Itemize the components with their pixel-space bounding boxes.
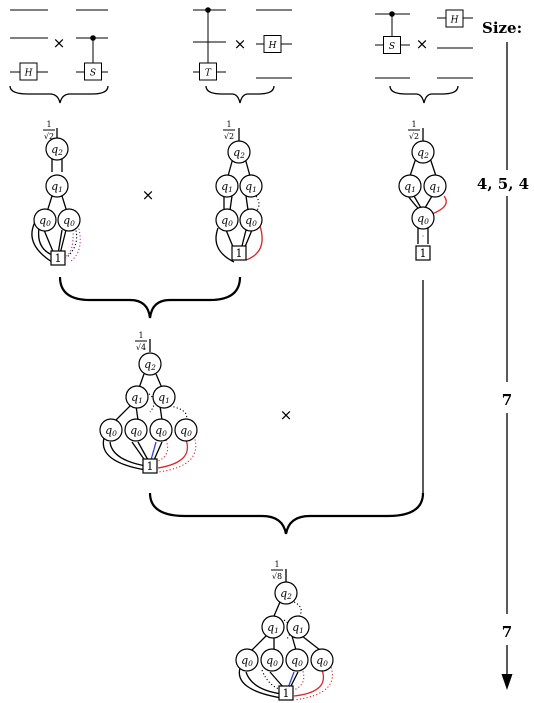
brace-merge-1	[58, 276, 242, 319]
multiply-sign: ×	[416, 35, 429, 53]
multiply-sign: ×	[53, 34, 66, 52]
node-q1: q1	[429, 180, 441, 194]
size-axis: Size: 4, 5, 4 7 7	[470, 19, 534, 690]
node-q1: q1	[158, 391, 170, 405]
circuit-2: T × H	[193, 7, 292, 81]
node-q2: q2	[144, 358, 156, 372]
terminal-one: 1	[420, 247, 427, 260]
multiply-sign: ×	[280, 406, 293, 424]
node-q1: q1	[221, 180, 233, 194]
node-q0: q0	[39, 214, 51, 228]
size-axis-title: Size:	[482, 19, 522, 37]
gate-label-s: S	[389, 42, 395, 52]
node-q1: q1	[245, 180, 257, 194]
gate-label-h: H	[24, 69, 33, 79]
gate-label-h: H	[268, 41, 277, 51]
node-q0: q0	[155, 424, 167, 438]
gate-label-t: T	[205, 69, 212, 79]
scalar-num: 1	[411, 120, 416, 129]
brace-circuit-2	[205, 85, 275, 104]
multiply-sign: ×	[142, 186, 155, 204]
node-q0: q0	[63, 214, 75, 228]
scalar-den: √8	[272, 572, 282, 581]
circuit-1: H × S	[10, 9, 108, 81]
size-value-1: 4, 5, 4	[477, 175, 529, 193]
scalar-den: √2	[409, 132, 419, 141]
node-q0: q0	[266, 654, 278, 668]
scalar-den: √2	[224, 132, 234, 141]
node-q0: q0	[221, 214, 233, 228]
brace-circuit-3	[389, 85, 459, 104]
node-q2: q2	[280, 587, 292, 601]
node-q0: q0	[105, 424, 117, 438]
scalar-den: √4	[136, 343, 146, 352]
scalar-num: 1	[138, 331, 143, 340]
scalar-num: 1	[274, 560, 279, 569]
terminal-one: 1	[55, 252, 62, 265]
size-value-3: 7	[502, 623, 512, 641]
node-q2: q2	[417, 146, 429, 160]
circuit-2-gate-b: H	[256, 9, 292, 79]
decision-diagram-1: 1 √2 q2 q1 q0 q0 1	[31, 120, 81, 266]
gate-label-s: S	[90, 69, 96, 79]
decision-diagram-3: 1 √2 q2 q1 q1 q0 1	[398, 120, 447, 261]
decision-diagram-5: 1 √8 q2 q1 q1 q0 q0 q0 q0 1	[235, 560, 334, 701]
circuit-3-gate-a: S	[375, 11, 410, 79]
node-q1: q1	[292, 621, 304, 635]
node-q2: q2	[233, 146, 245, 160]
arrow-down-icon	[501, 674, 513, 690]
node-q0: q0	[245, 214, 257, 228]
node-q0: q0	[316, 654, 328, 668]
node-q1: q1	[51, 180, 63, 194]
decision-diagram-4: 1 √4 q2 q1 q1 q0 q0 q0 q0 1	[99, 331, 198, 474]
circuit-2-gate-a: T	[193, 7, 226, 81]
node-q0: q0	[130, 424, 142, 438]
scalar-num: 1	[226, 120, 231, 129]
decision-diagram-2: 1 √2 q2 q1 q1 q0 q0 1	[215, 120, 263, 263]
size-value-2: 7	[502, 391, 512, 409]
circuit-3-gate-b: H	[437, 9, 473, 79]
circuit-1-gate-b: S	[76, 9, 108, 81]
node-q0: q0	[291, 654, 303, 668]
node-q1: q1	[267, 621, 279, 635]
terminal-one: 1	[147, 460, 154, 473]
node-q0: q0	[417, 212, 429, 226]
scalar-den: √2	[44, 132, 54, 141]
scalar-num: 1	[46, 120, 51, 129]
node-q0: q0	[241, 654, 253, 668]
brace-circuit-1	[9, 85, 109, 104]
node-q1: q1	[404, 180, 416, 194]
brace-merge-2	[148, 492, 425, 535]
gate-label-h: H	[450, 16, 459, 26]
circuit-3: S × H	[375, 9, 473, 79]
node-q0: q0	[180, 424, 192, 438]
node-q1: q1	[131, 391, 143, 405]
multiply-sign: ×	[234, 35, 247, 53]
circuit-1-gate-a: H	[10, 9, 48, 81]
terminal-one: 1	[236, 247, 243, 260]
node-q2: q2	[51, 143, 63, 157]
terminal-one: 1	[283, 687, 290, 700]
